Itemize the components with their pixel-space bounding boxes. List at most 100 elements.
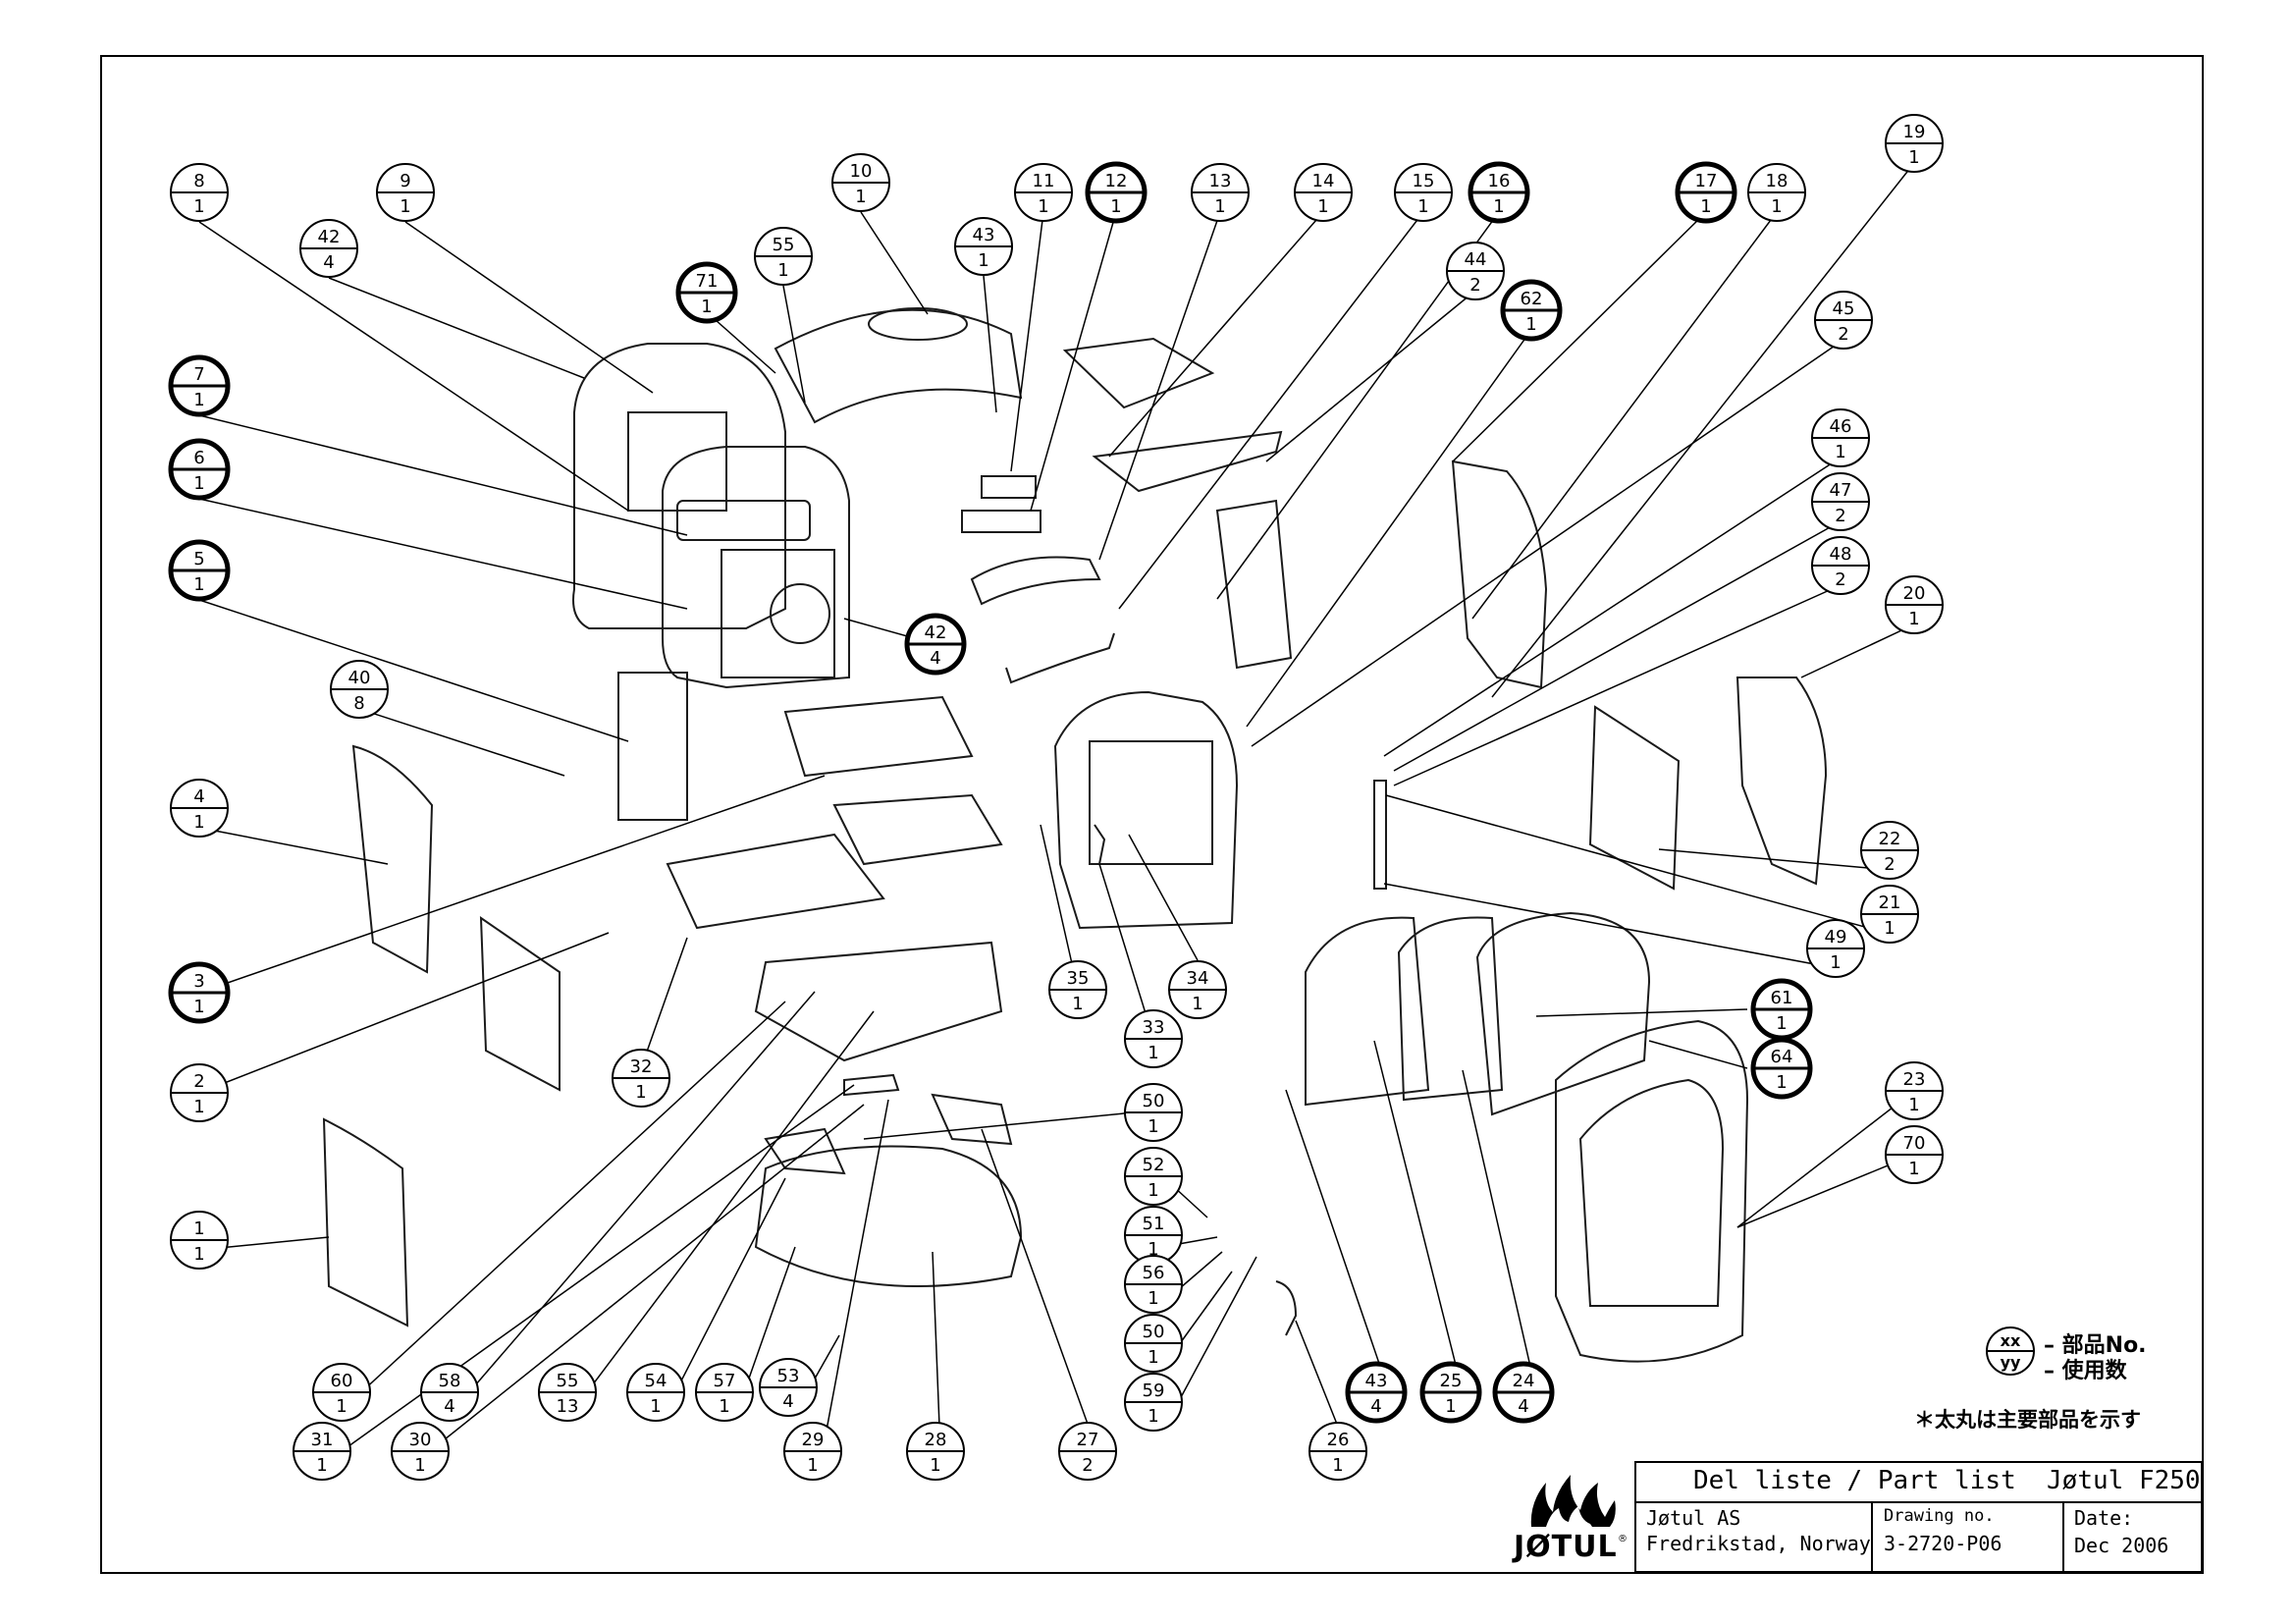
balloon-quantity: 1 — [1525, 314, 1536, 335]
balloon-quantity: 1 — [1908, 1095, 1919, 1115]
balloon-part-30: 301 — [391, 1422, 450, 1481]
balloon-quantity: 1 — [1192, 994, 1202, 1014]
balloon-part-47: 472 — [1811, 472, 1870, 531]
balloon-part-25: 251 — [1419, 1361, 1482, 1424]
balloon-part-number: 70 — [1903, 1133, 1926, 1154]
balloon-part-number: 10 — [850, 161, 873, 182]
balloon-part-number: 14 — [1312, 171, 1335, 191]
balloon-part-number: 15 — [1413, 171, 1435, 191]
logo-registered-mark: ® — [1618, 1534, 1628, 1544]
balloon-part-24: 244 — [1492, 1361, 1555, 1424]
part-31-bracket — [843, 1073, 900, 1097]
balloon-part-43: 431 — [954, 217, 1013, 276]
balloon-part-number: 28 — [925, 1430, 947, 1450]
balloon-part-46: 461 — [1811, 408, 1870, 467]
part-left-fascia-lower — [322, 1117, 409, 1327]
balloon-quantity: 1 — [777, 260, 788, 281]
balloon-part-2: 21 — [170, 1063, 229, 1122]
balloon-part-29: 291 — [783, 1422, 842, 1481]
date-value: Dec 2006 — [2074, 1534, 2169, 1557]
balloon-part-16: 161 — [1468, 161, 1530, 224]
balloon-part-8: 81 — [170, 163, 229, 222]
part-burner-disc — [770, 583, 830, 644]
part-back-plate — [572, 343, 786, 629]
part-door-gasket-2 — [1475, 911, 1651, 1116]
part-drawings — [322, 307, 1828, 1363]
balloon-part-17: 171 — [1675, 161, 1737, 224]
balloon-quantity: 1 — [1110, 196, 1121, 217]
balloon-quantity: 8 — [353, 693, 364, 714]
balloon-quantity: 1 — [701, 297, 712, 317]
balloon-part-70: 701 — [1885, 1125, 1944, 1184]
balloon-part-number: 3 — [193, 971, 204, 992]
balloon-quantity: 1 — [1072, 994, 1083, 1014]
balloon-quantity: 1 — [930, 1455, 940, 1476]
balloon-quantity: 1 — [1038, 196, 1048, 217]
balloon-part-number: 51 — [1143, 1214, 1165, 1234]
balloon-part-4: 41 — [170, 779, 229, 838]
balloon-part-62: 621 — [1500, 279, 1563, 342]
balloon-part-18: 181 — [1747, 163, 1806, 222]
balloon-part-7: 71 — [168, 354, 231, 417]
balloon-quantity: 1 — [1700, 196, 1711, 217]
balloon-part-number: 57 — [714, 1371, 736, 1391]
part-ash-lid — [666, 833, 885, 930]
balloon-part-61: 611 — [1750, 978, 1813, 1041]
balloon-quantity: 1 — [1214, 196, 1225, 217]
part-baffle-upper — [1062, 337, 1215, 409]
balloon-part-1: 11 — [170, 1211, 229, 1270]
balloon-quantity: 2 — [1835, 506, 1845, 526]
balloon-quantity: 1 — [1776, 1072, 1787, 1093]
part-heat-shield — [479, 916, 561, 1092]
drawing-frame — [100, 55, 2204, 1574]
drawing-number-label: Drawing no. — [1884, 1506, 1995, 1526]
part-combustion-chamber — [662, 446, 850, 689]
balloon-part-number: 23 — [1903, 1069, 1926, 1090]
balloon-quantity: 1 — [400, 196, 410, 217]
balloon-part-number: 55 — [773, 235, 795, 255]
balloon-part-number: 62 — [1521, 289, 1543, 309]
balloon-part-number: 55 — [557, 1371, 579, 1391]
part-21-hinge-bar — [1373, 780, 1387, 890]
company-address: Fredrikstad, Norway — [1646, 1532, 1871, 1555]
balloon-part-number: 25 — [1440, 1371, 1463, 1391]
part-left-fascia — [351, 744, 434, 974]
balloon-part-number: 43 — [1365, 1371, 1388, 1391]
balloon-part-42: 424 — [299, 219, 358, 278]
balloon-part-55: 551 — [754, 227, 813, 286]
balloon-part-number: 42 — [318, 227, 341, 247]
balloon-quantity: 1 — [1830, 952, 1841, 973]
balloon-part-number: 58 — [439, 1371, 461, 1391]
balloon-part-number: 1 — [193, 1218, 204, 1239]
balloon-part-50: 501 — [1124, 1314, 1183, 1373]
part-door-body — [1053, 690, 1239, 930]
balloon-quantity: 1 — [1908, 147, 1919, 168]
balloon-part-number: 7 — [193, 364, 204, 385]
balloon-part-57: 571 — [695, 1363, 754, 1422]
balloon-quantity: 1 — [855, 187, 866, 207]
balloon-quantity: 1 — [635, 1082, 646, 1103]
balloon-quantity: 1 — [193, 997, 204, 1017]
part-26-lever — [1275, 1280, 1298, 1336]
balloon-part-54: 541 — [626, 1363, 685, 1422]
balloon-part-number: 49 — [1825, 927, 1847, 947]
balloon-part-number: 9 — [400, 171, 410, 191]
logo-wordmark: JØTUL — [1514, 1530, 1618, 1564]
balloon-legend: xx yy – 部品No. – 使用数 ＊太丸は主要部品を示す — [1914, 1324, 2238, 1432]
part-list-title: Del liste / Part list Jøtul F250 — [1693, 1466, 2201, 1495]
balloon-part-71: 711 — [675, 261, 738, 324]
balloon-part-13: 131 — [1191, 163, 1250, 222]
part-top-plate — [774, 308, 1023, 424]
part-16-rod — [1005, 632, 1115, 684]
balloon-part-33: 331 — [1124, 1009, 1183, 1068]
balloon-part-number: 43 — [973, 225, 995, 245]
balloon-quantity: 1 — [193, 812, 204, 833]
part-door-body-window — [1089, 740, 1213, 865]
part-back-plate-window — [627, 411, 727, 512]
balloon-part-9: 91 — [376, 163, 435, 222]
balloon-part-number: 61 — [1771, 988, 1793, 1008]
part-base-frame — [754, 941, 1003, 1062]
balloon-part-40: 408 — [330, 660, 389, 719]
balloon-part-15: 151 — [1394, 163, 1453, 222]
